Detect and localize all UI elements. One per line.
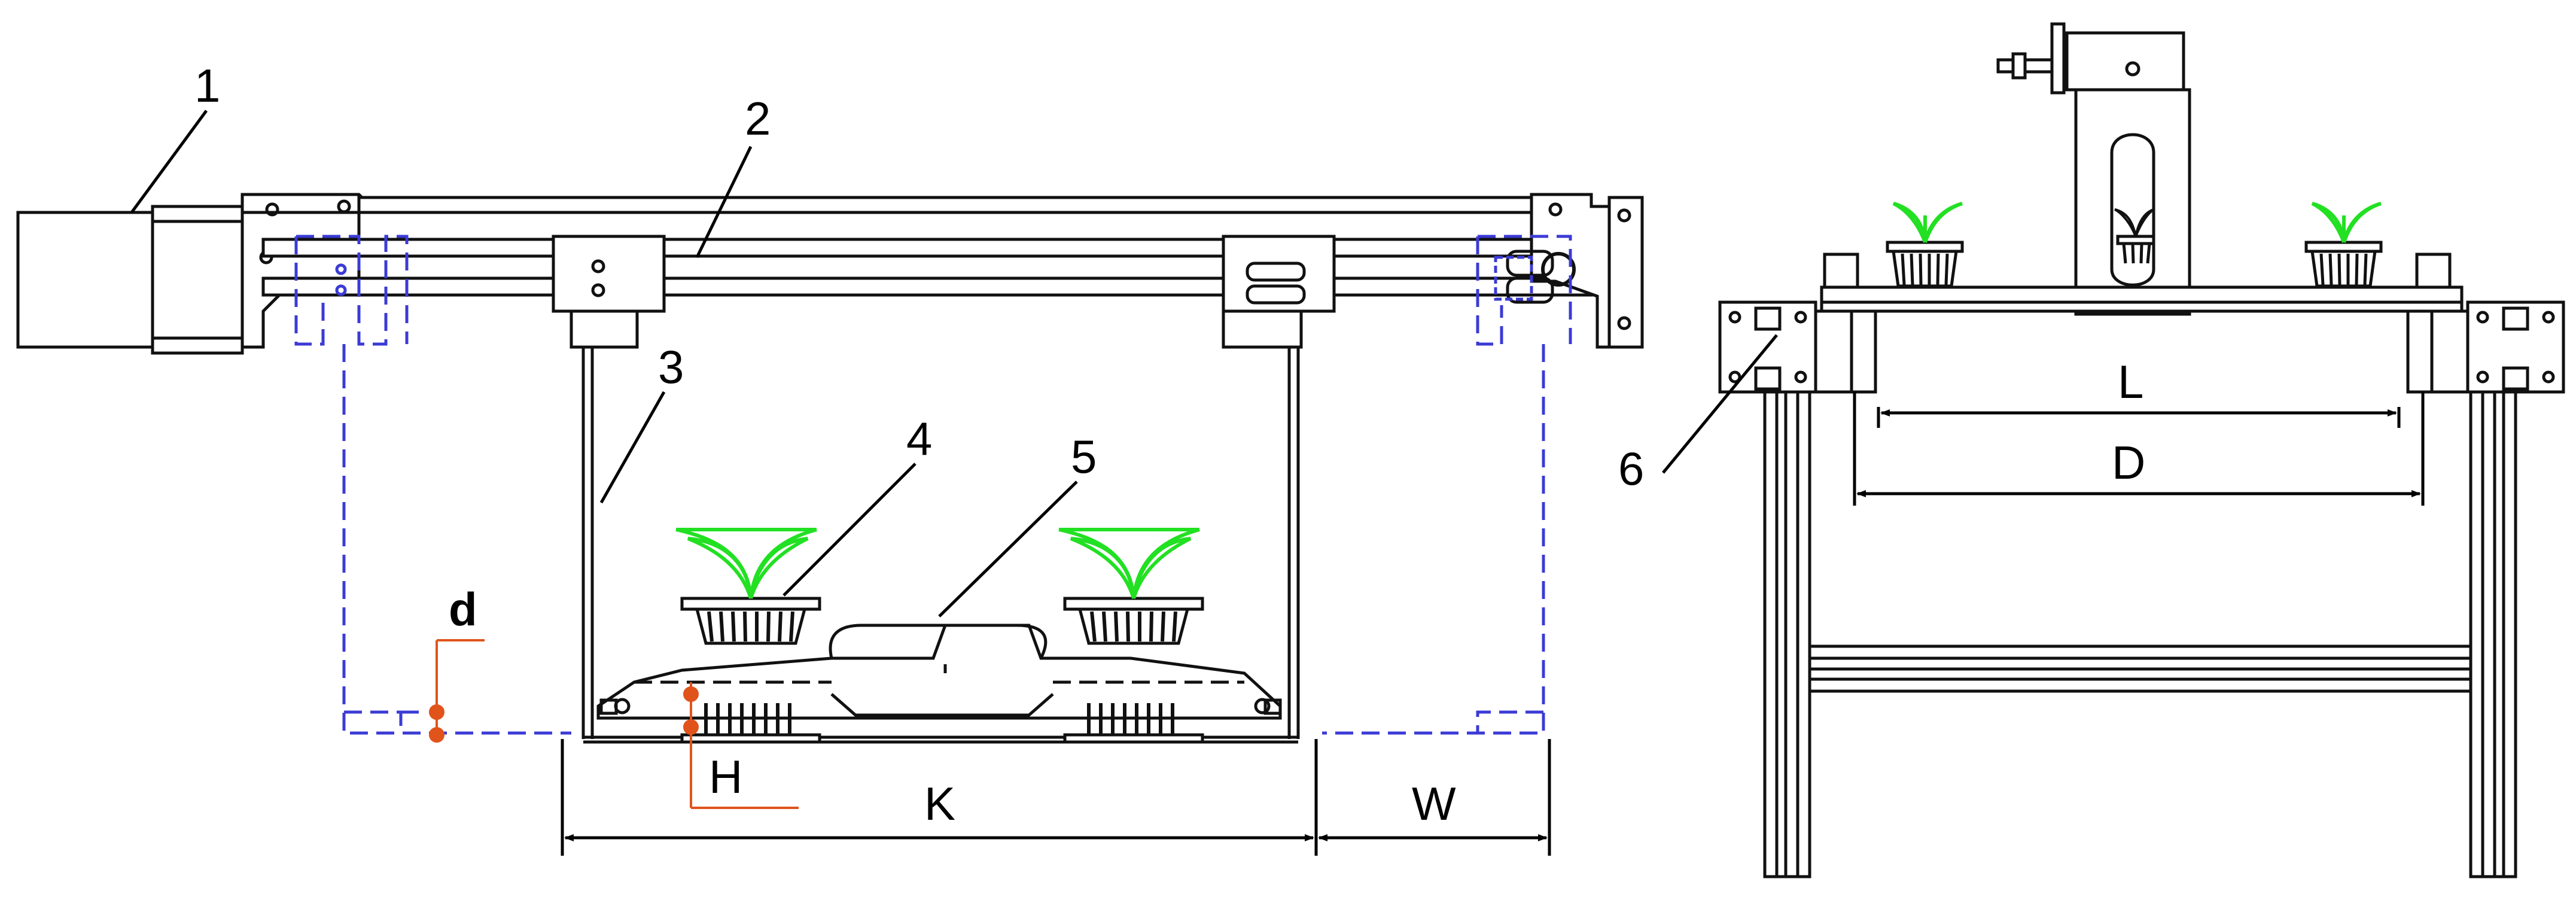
callout-1: 1 xyxy=(194,59,220,112)
side-motor xyxy=(2065,31,2185,92)
side-pot-left xyxy=(1886,241,1964,288)
pot-left xyxy=(680,597,821,744)
dim-label-W: W xyxy=(1412,777,1456,830)
side-center-plant xyxy=(2114,208,2155,237)
front-view xyxy=(16,193,1644,744)
plant-left xyxy=(675,528,817,599)
h-marker xyxy=(683,682,799,809)
callout-leaders xyxy=(130,110,1078,618)
side-column xyxy=(2074,88,2191,316)
travel-envelope xyxy=(294,235,1572,735)
callout-6: 6 xyxy=(1618,442,1644,495)
side-legs xyxy=(1763,390,2517,878)
side-view xyxy=(1718,22,2565,878)
right-carriage xyxy=(1222,235,1336,349)
end-bracket-right xyxy=(2406,300,2565,394)
top-rail xyxy=(240,193,1644,349)
dim-label-d: d xyxy=(449,583,477,635)
side-pot-right xyxy=(2304,241,2383,288)
plant-right xyxy=(1058,528,1200,599)
dim-l-d xyxy=(1853,392,2425,506)
side-plants xyxy=(1892,202,2382,244)
side-pot-center xyxy=(2116,235,2155,264)
pot-right xyxy=(1063,597,1204,744)
callout-6-leader xyxy=(1662,334,1778,474)
callout-3: 3 xyxy=(658,340,684,393)
left-carriage xyxy=(552,235,666,349)
tray xyxy=(596,624,1282,720)
callout-4: 4 xyxy=(906,412,932,465)
dim-k-w xyxy=(561,739,1551,856)
dim-label-D: D xyxy=(2112,436,2145,489)
d-marker xyxy=(429,639,485,743)
end-bracket-left xyxy=(1718,300,1877,394)
dim-label-K: K xyxy=(924,777,955,830)
callout-5: 5 xyxy=(1071,430,1097,483)
motor xyxy=(16,205,244,355)
callout-2: 2 xyxy=(745,92,771,145)
dim-label-L: L xyxy=(2118,355,2143,408)
dim-label-H: H xyxy=(709,750,742,803)
